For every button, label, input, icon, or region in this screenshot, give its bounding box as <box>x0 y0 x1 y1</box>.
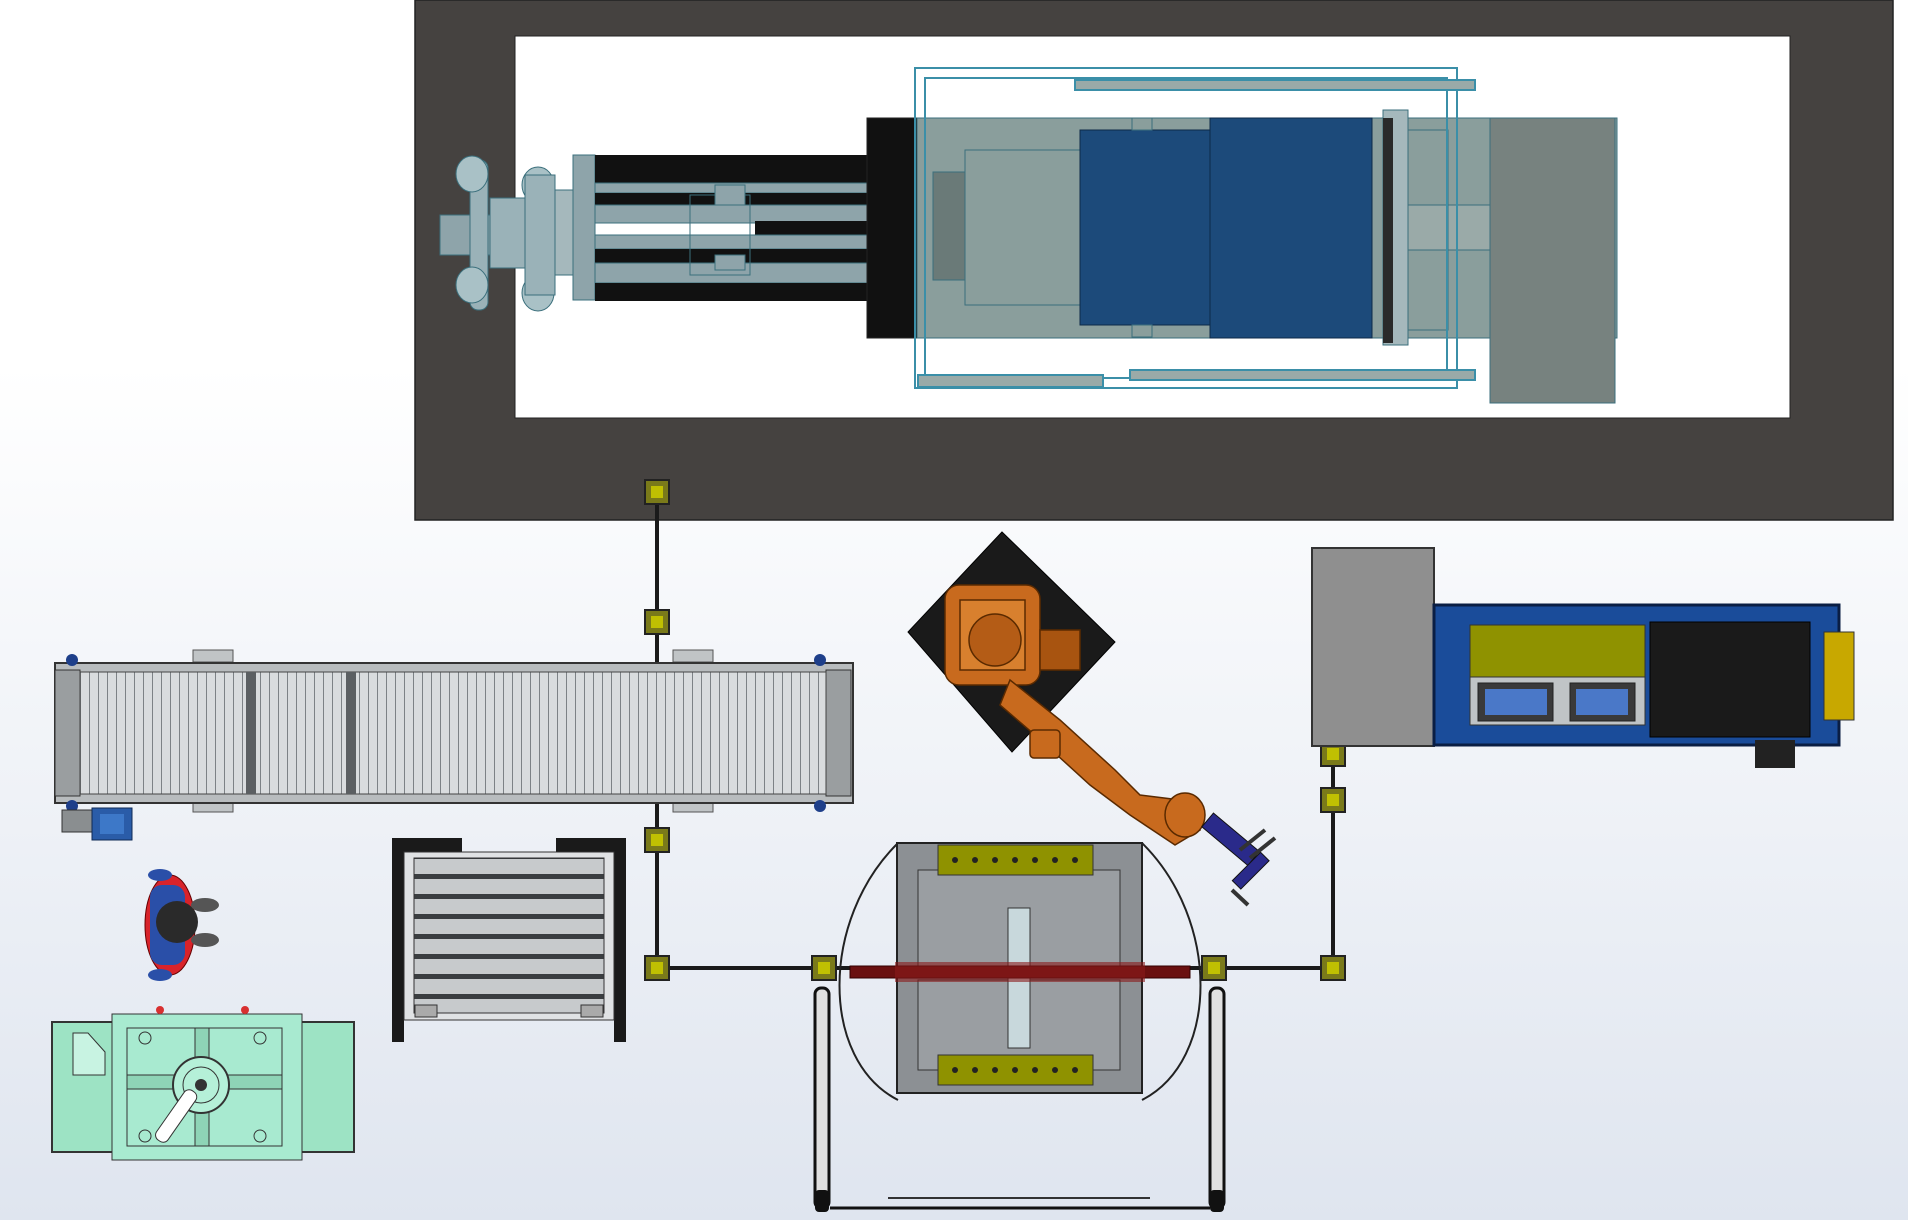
conveyor-drive-motor <box>61 807 133 841</box>
industrial-robot <box>907 531 1277 907</box>
cabinet-door <box>1649 621 1811 738</box>
robot-end-effector <box>1201 812 1277 907</box>
parts-rack <box>392 838 626 1042</box>
electrical-control-cabinet <box>1311 547 1855 768</box>
clamp-tie-bars <box>594 155 871 301</box>
operator <box>144 869 219 981</box>
workbench <box>51 1006 355 1161</box>
mold-area <box>916 109 1618 404</box>
fixed-platen <box>866 117 918 339</box>
fixture-clamp-top <box>937 844 1094 876</box>
injection-molding-machine <box>414 0 1894 521</box>
cabinet-connector <box>1755 740 1795 768</box>
mold-half-fixed <box>1079 129 1211 326</box>
mold-half-moving <box>1209 117 1373 339</box>
moving-platen <box>1489 117 1616 404</box>
injection-unit <box>439 154 596 312</box>
rotary-fixture-table <box>813 842 1226 1212</box>
safety-guard <box>914 67 1476 389</box>
slat-conveyor <box>54 649 854 841</box>
